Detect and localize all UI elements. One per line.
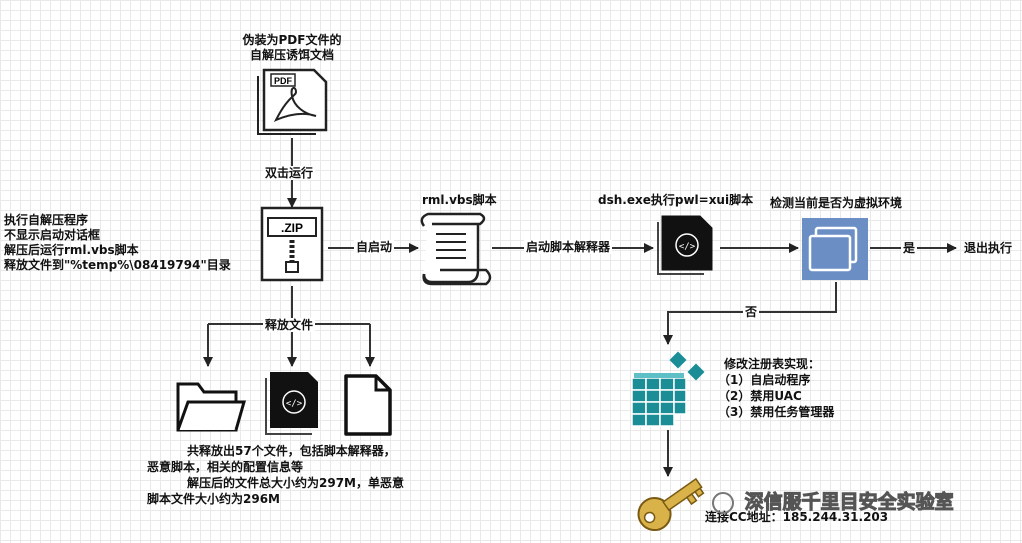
pdf-node-title: 伪装为PDF文件的 自解压诱饵文档: [242, 33, 342, 62]
cc-address-label: 连接CC地址：185.244.31.203: [705, 510, 889, 524]
dsh-node-title: dsh.exe执行pwl=xui脚本: [598, 193, 754, 207]
script-scroll-icon: [420, 212, 492, 286]
key-icon: [637, 477, 705, 532]
zip-node-description: 执行自解压程序 不显示启动对话框 解压后运行rml.vbs脚本 释放文件到"%t…: [4, 213, 231, 272]
pdf-icon-text: PDF: [274, 76, 293, 86]
virtual-window-icon: [802, 218, 868, 280]
registry-cubes-icon: [631, 351, 705, 427]
watermark-text: 深信服千里目安全实验室: [712, 487, 954, 514]
edge-label-no: 否: [743, 305, 760, 319]
vm-check-node-title: 检测当前是否为虚拟环境: [770, 196, 903, 210]
document-icon: [344, 374, 392, 436]
edge-label-double-click: 双击运行: [263, 166, 316, 180]
exit-node-label: 退出执行: [964, 241, 1013, 255]
released-files-description: 共释放出57个文件，包括脚本解释器， 恶意脚本，相关的配置信息等 解压后的文件总…: [147, 444, 404, 506]
dsh-code-file-icon: </>: [657, 215, 713, 275]
zip-icon-text: .ZIP: [281, 221, 303, 235]
zip-archive-icon: .ZIP: [260, 206, 324, 282]
wechat-logo-icon: [712, 491, 734, 514]
registry-node-description: 修改注册表实现： （1）自启动程序 （2）禁用UAC （3）禁用任务管理器: [718, 357, 835, 419]
svg-text:</>: </>: [286, 399, 303, 409]
folder-icon: [176, 382, 246, 432]
released-code-file-icon: </>: [265, 372, 318, 435]
edge-label-release: 释放文件: [263, 318, 316, 332]
svg-text:</>: </>: [679, 242, 696, 252]
edge-label-yes: 是: [901, 241, 918, 255]
vbs-node-title: rml.vbs脚本: [422, 193, 497, 207]
pdf-file-icon: PDF: [257, 68, 328, 135]
edge-label-autostart: 自启动: [354, 240, 395, 254]
edge-label-interpreter: 启动脚本解释器: [524, 240, 613, 254]
